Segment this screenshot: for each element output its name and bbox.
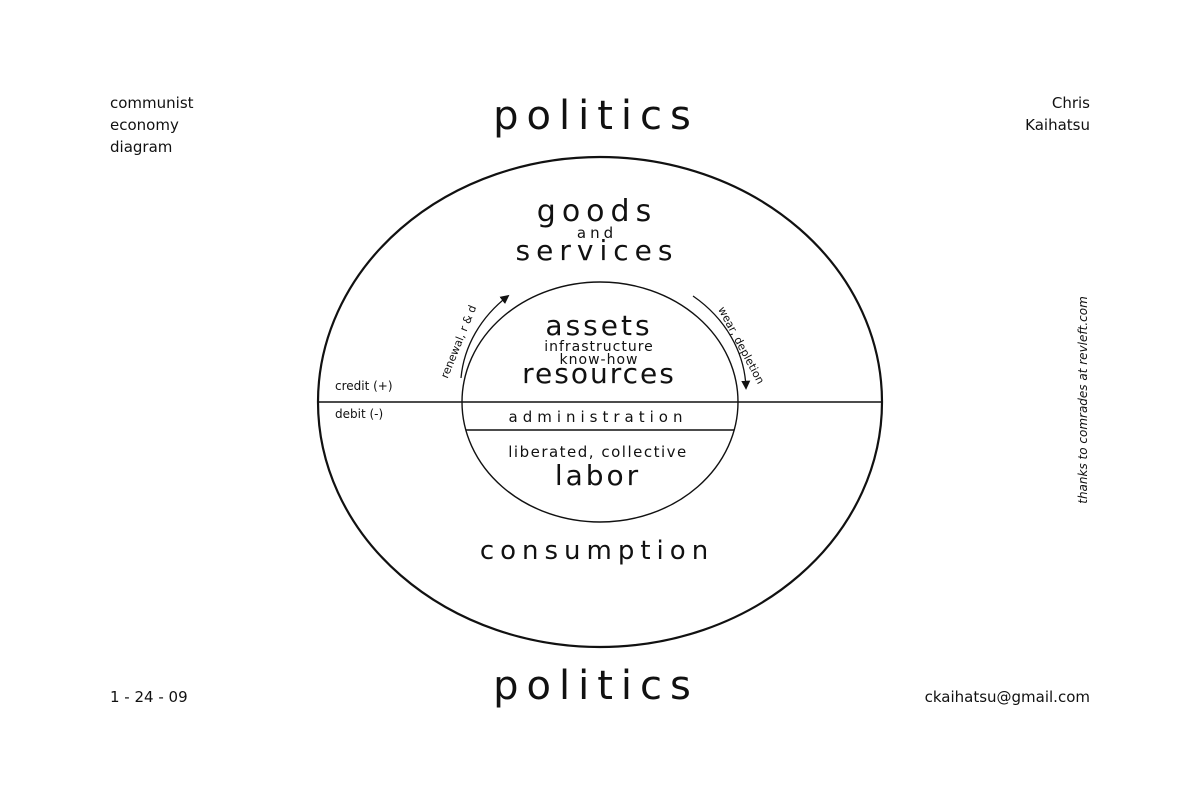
administration-label: administration xyxy=(509,408,688,426)
infrastructure-label: infrastructure xyxy=(544,339,654,355)
services-label: services xyxy=(516,234,679,267)
author-block: Chris Kaihatsu xyxy=(1025,92,1090,136)
title-line: diagram xyxy=(110,138,173,156)
politics-top-label: politics xyxy=(493,93,699,139)
liberated-collective-label: liberated, collective xyxy=(508,443,688,461)
debit-label: debit (-) xyxy=(335,407,383,421)
renewal-arrow xyxy=(460,294,510,379)
goods-label: goods xyxy=(537,194,657,229)
diagram-title-block: communist economy diagram xyxy=(110,92,194,158)
date-label: 1 - 24 - 09 xyxy=(110,688,188,706)
and-label: and xyxy=(577,224,617,242)
title-line: communist xyxy=(110,94,194,112)
email-label: ckaihatsu@gmail.com xyxy=(924,688,1090,706)
labor-label: labor xyxy=(555,459,641,492)
wear-depletion-label: wear, depletion xyxy=(715,304,767,386)
know-how-label: know-how xyxy=(560,352,639,368)
title-line: economy xyxy=(110,116,179,134)
author-line: Chris xyxy=(1051,94,1090,112)
assets-label: assets xyxy=(545,309,652,342)
politics-bottom-label: politics xyxy=(493,663,699,709)
resources-label: resources xyxy=(522,357,676,390)
credit-label: credit (+) xyxy=(335,379,393,393)
thanks-credit-label: thanks to comrades at revleft.com xyxy=(1076,296,1090,504)
depletion-arrow xyxy=(692,295,751,390)
consumption-label: consumption xyxy=(480,536,714,566)
author-line: Kaihatsu xyxy=(1025,116,1090,134)
renewal-label: renewal, r & d xyxy=(438,303,479,380)
